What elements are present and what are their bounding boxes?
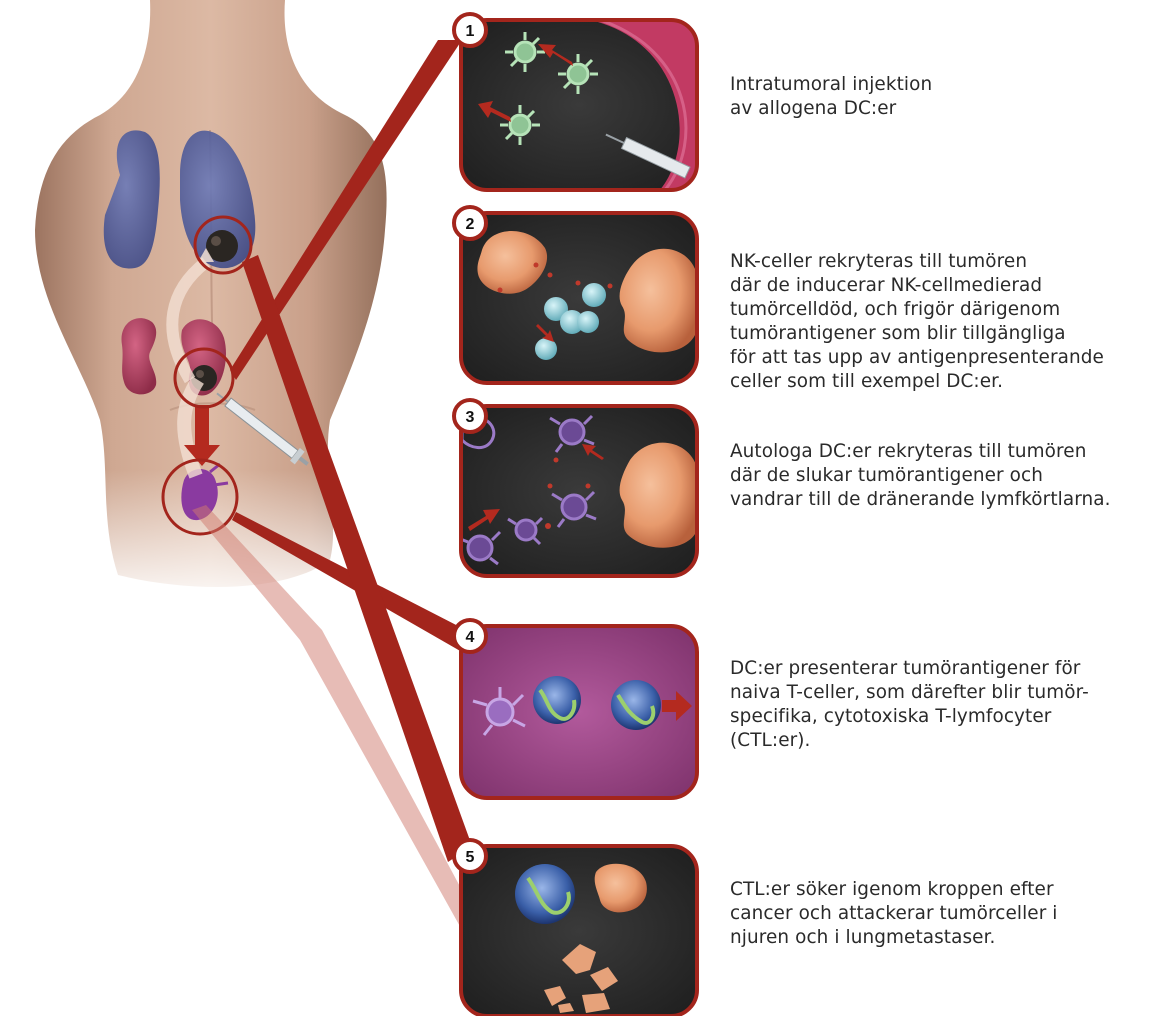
svg-text:3: 3	[466, 409, 475, 426]
svg-text:4: 4	[466, 629, 475, 646]
step-number-4: 4	[454, 620, 486, 652]
ctl-cell-icon	[515, 864, 575, 924]
step-2-description: NK-celler rekryteras till tumören där de…	[730, 250, 1150, 394]
step-4-description: DC:er presenterar tumörantigener för nai…	[730, 657, 1150, 753]
step-1-description: Intratumoral injektion av allogena DC:er	[730, 73, 1150, 121]
step-number-5: 5	[454, 840, 486, 872]
step-number-2: 2	[454, 207, 486, 239]
step-3-description: Autologa DC:er rekryteras till tumören d…	[730, 440, 1150, 512]
panel-2	[461, 213, 697, 383]
panel-3	[458, 406, 697, 576]
step-5-description: CTL:er söker igenom kroppen efter cancer…	[730, 878, 1150, 950]
svg-text:5: 5	[466, 849, 475, 866]
svg-text:1: 1	[466, 23, 475, 40]
step-number-1: 1	[454, 14, 486, 46]
step-number-3: 3	[454, 400, 486, 432]
panel-5	[461, 846, 697, 1016]
svg-text:2: 2	[466, 216, 475, 233]
panel-4	[461, 626, 697, 798]
panel-1	[461, 20, 697, 190]
